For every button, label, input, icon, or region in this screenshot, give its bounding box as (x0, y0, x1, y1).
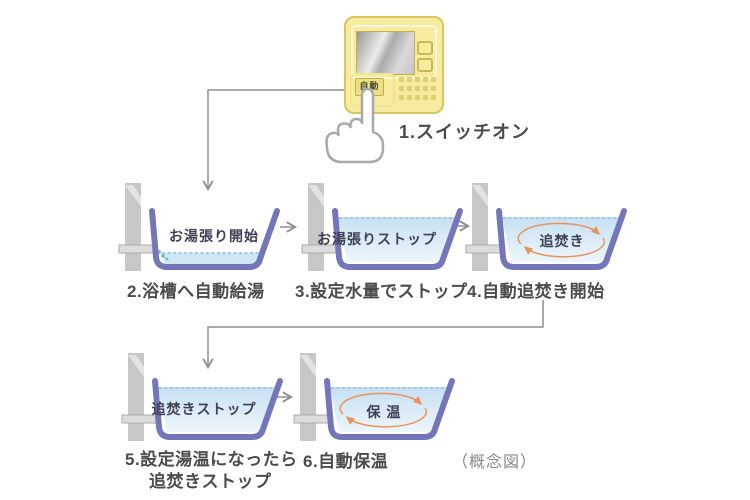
step2-caption: 2.浴槽へ自動給湯 (127, 282, 265, 301)
footnote-conceptual-diagram: （概念図） (452, 454, 538, 471)
connector-step4-to-step5-arrow (202, 300, 544, 370)
circulation-arrows-icon (517, 222, 606, 258)
remote-body: 自動 (344, 16, 444, 114)
step5-bathtub (121, 353, 283, 441)
circulation-arrows-icon (339, 392, 428, 428)
remote-text-line (399, 77, 436, 82)
step5-caption-line1: 5.設定湯温になったら (125, 450, 298, 469)
step4-tub-label: 追焚き (539, 233, 585, 249)
remote-side-button-top (417, 41, 433, 55)
water-pipe-icon (118, 244, 156, 254)
remote-text-line (399, 95, 436, 100)
step2-bathtub (118, 183, 280, 271)
step6-caption: 6.自動保温 (303, 452, 389, 471)
step5-tub-label: 追焚きストップ (151, 401, 257, 417)
step5-caption-line2: 追焚きストップ (149, 472, 272, 491)
step6-tub-label: 保 温 (366, 404, 402, 420)
tub-outline (149, 208, 280, 270)
remote-control: 自動 (344, 16, 444, 114)
step4-bathtub (465, 183, 627, 271)
remote-side-button-bottom (417, 58, 433, 72)
step3-caption: 3.設定水量でストップ (295, 282, 468, 301)
water (338, 217, 457, 262)
wall-shine (125, 185, 141, 207)
pointing-hand-icon (325, 87, 385, 164)
water (158, 387, 277, 432)
step3-bathtub (301, 183, 463, 271)
connector-switch-to-step2-arrow (202, 89, 345, 192)
step4-caption: 4.自動追焚き開始 (467, 282, 605, 301)
step2-tub-label: お湯張り開始 (169, 228, 259, 244)
remote-text-line (399, 86, 436, 91)
water-low (161, 253, 265, 264)
step6-bathtub (293, 353, 455, 441)
step3-tub-label: お湯張りストップ (317, 231, 437, 247)
step1-caption: 1.スイッチオン (399, 122, 531, 142)
remote-screen (356, 31, 415, 75)
